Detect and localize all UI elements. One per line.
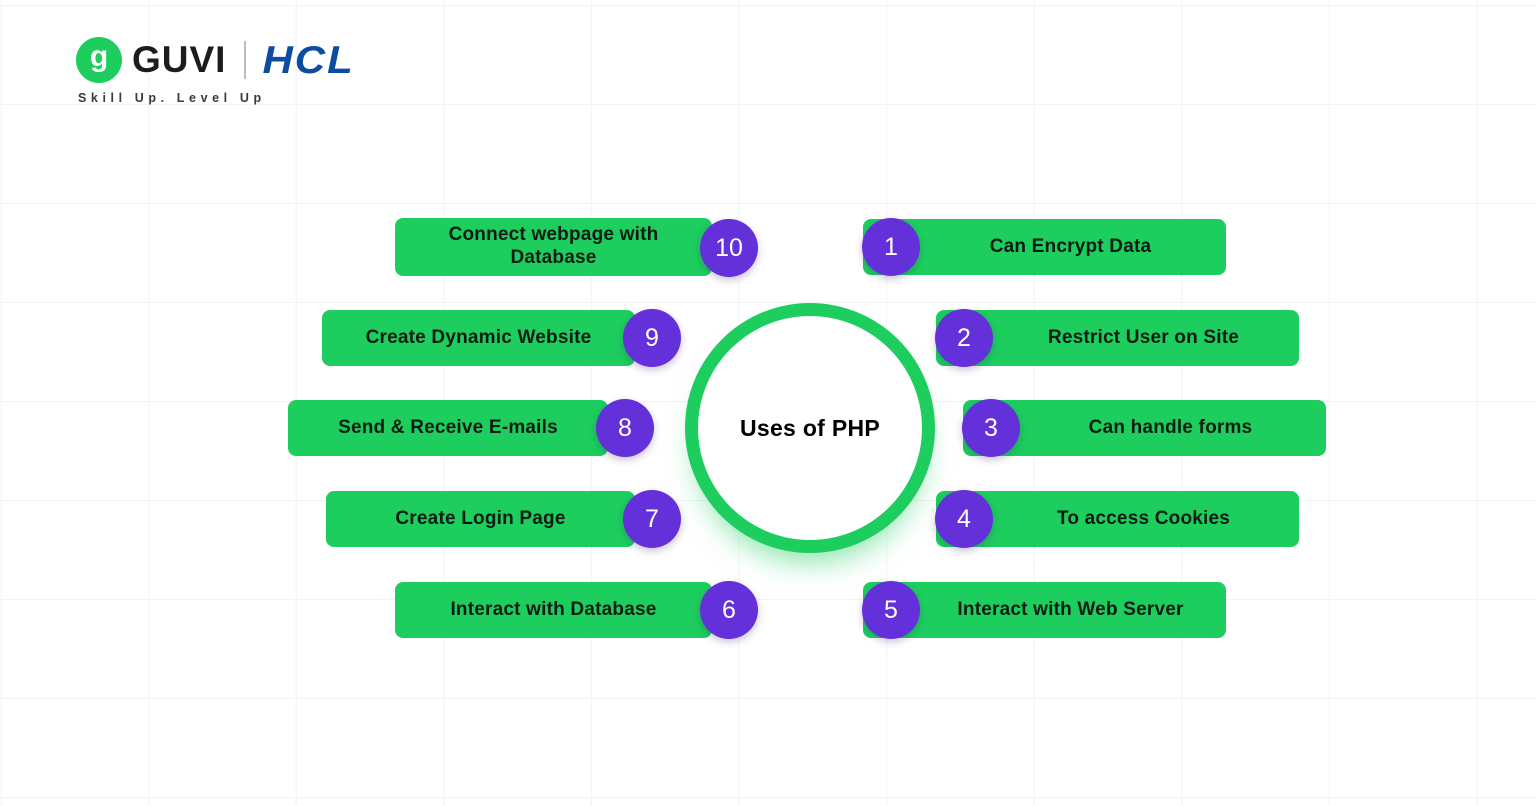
item-number-badge-4: 4 xyxy=(935,490,993,548)
partner-logo: HCL xyxy=(262,37,355,82)
item-label: Interact with Database xyxy=(450,598,657,620)
use-item-bar-5: Interact with Web Server xyxy=(863,582,1226,638)
use-item-bar-7: Create Login Page xyxy=(326,491,635,547)
item-number-badge-8: 8 xyxy=(596,399,654,457)
brand-tagline: Skill Up. Level Up xyxy=(78,91,266,105)
item-number-badge-1: 1 xyxy=(862,218,920,276)
center-circle: Uses of PHP xyxy=(685,303,935,553)
center-title: Uses of PHP xyxy=(739,414,881,441)
brand-header: g GUVI HCL xyxy=(76,36,355,84)
use-item-bar-8: Send & Receive E-mails xyxy=(288,400,608,456)
use-item-bar-10: Connect webpage with Database xyxy=(395,218,712,276)
item-number-badge-2: 2 xyxy=(935,309,993,367)
item-label: Interact with Web Server xyxy=(957,598,1184,620)
use-item-bar-2: Restrict User on Site xyxy=(936,310,1299,366)
item-number-badge-9: 9 xyxy=(623,309,681,367)
item-number-badge-3: 3 xyxy=(962,399,1020,457)
item-number-badge-5: 5 xyxy=(862,581,920,639)
use-item-bar-3: Can handle forms xyxy=(963,400,1326,456)
item-number-badge-10: 10 xyxy=(700,219,758,277)
item-label: Connect webpage with Database xyxy=(448,224,659,268)
item-label: To access Cookies xyxy=(1056,507,1231,529)
use-item-bar-4: To access Cookies xyxy=(936,491,1299,547)
use-item-bar-1: Can Encrypt Data xyxy=(863,219,1226,275)
use-item-bar-6: Interact with Database xyxy=(395,582,712,638)
item-number-badge-6: 6 xyxy=(700,581,758,639)
item-label: Can Encrypt Data xyxy=(989,235,1152,257)
item-number-badge-7: 7 xyxy=(623,490,681,548)
item-label: Create Dynamic Website xyxy=(365,326,592,348)
brand-divider xyxy=(244,41,247,79)
use-item-bar-9: Create Dynamic Website xyxy=(322,310,635,366)
guvi-logo-icon: g xyxy=(76,37,122,83)
item-label: Can handle forms xyxy=(1088,416,1253,438)
item-label: Restrict User on Site xyxy=(1047,326,1240,348)
brand-name: GUVI xyxy=(132,39,227,80)
item-label: Create Login Page xyxy=(395,507,566,529)
item-label: Send & Receive E-mails xyxy=(338,416,558,438)
